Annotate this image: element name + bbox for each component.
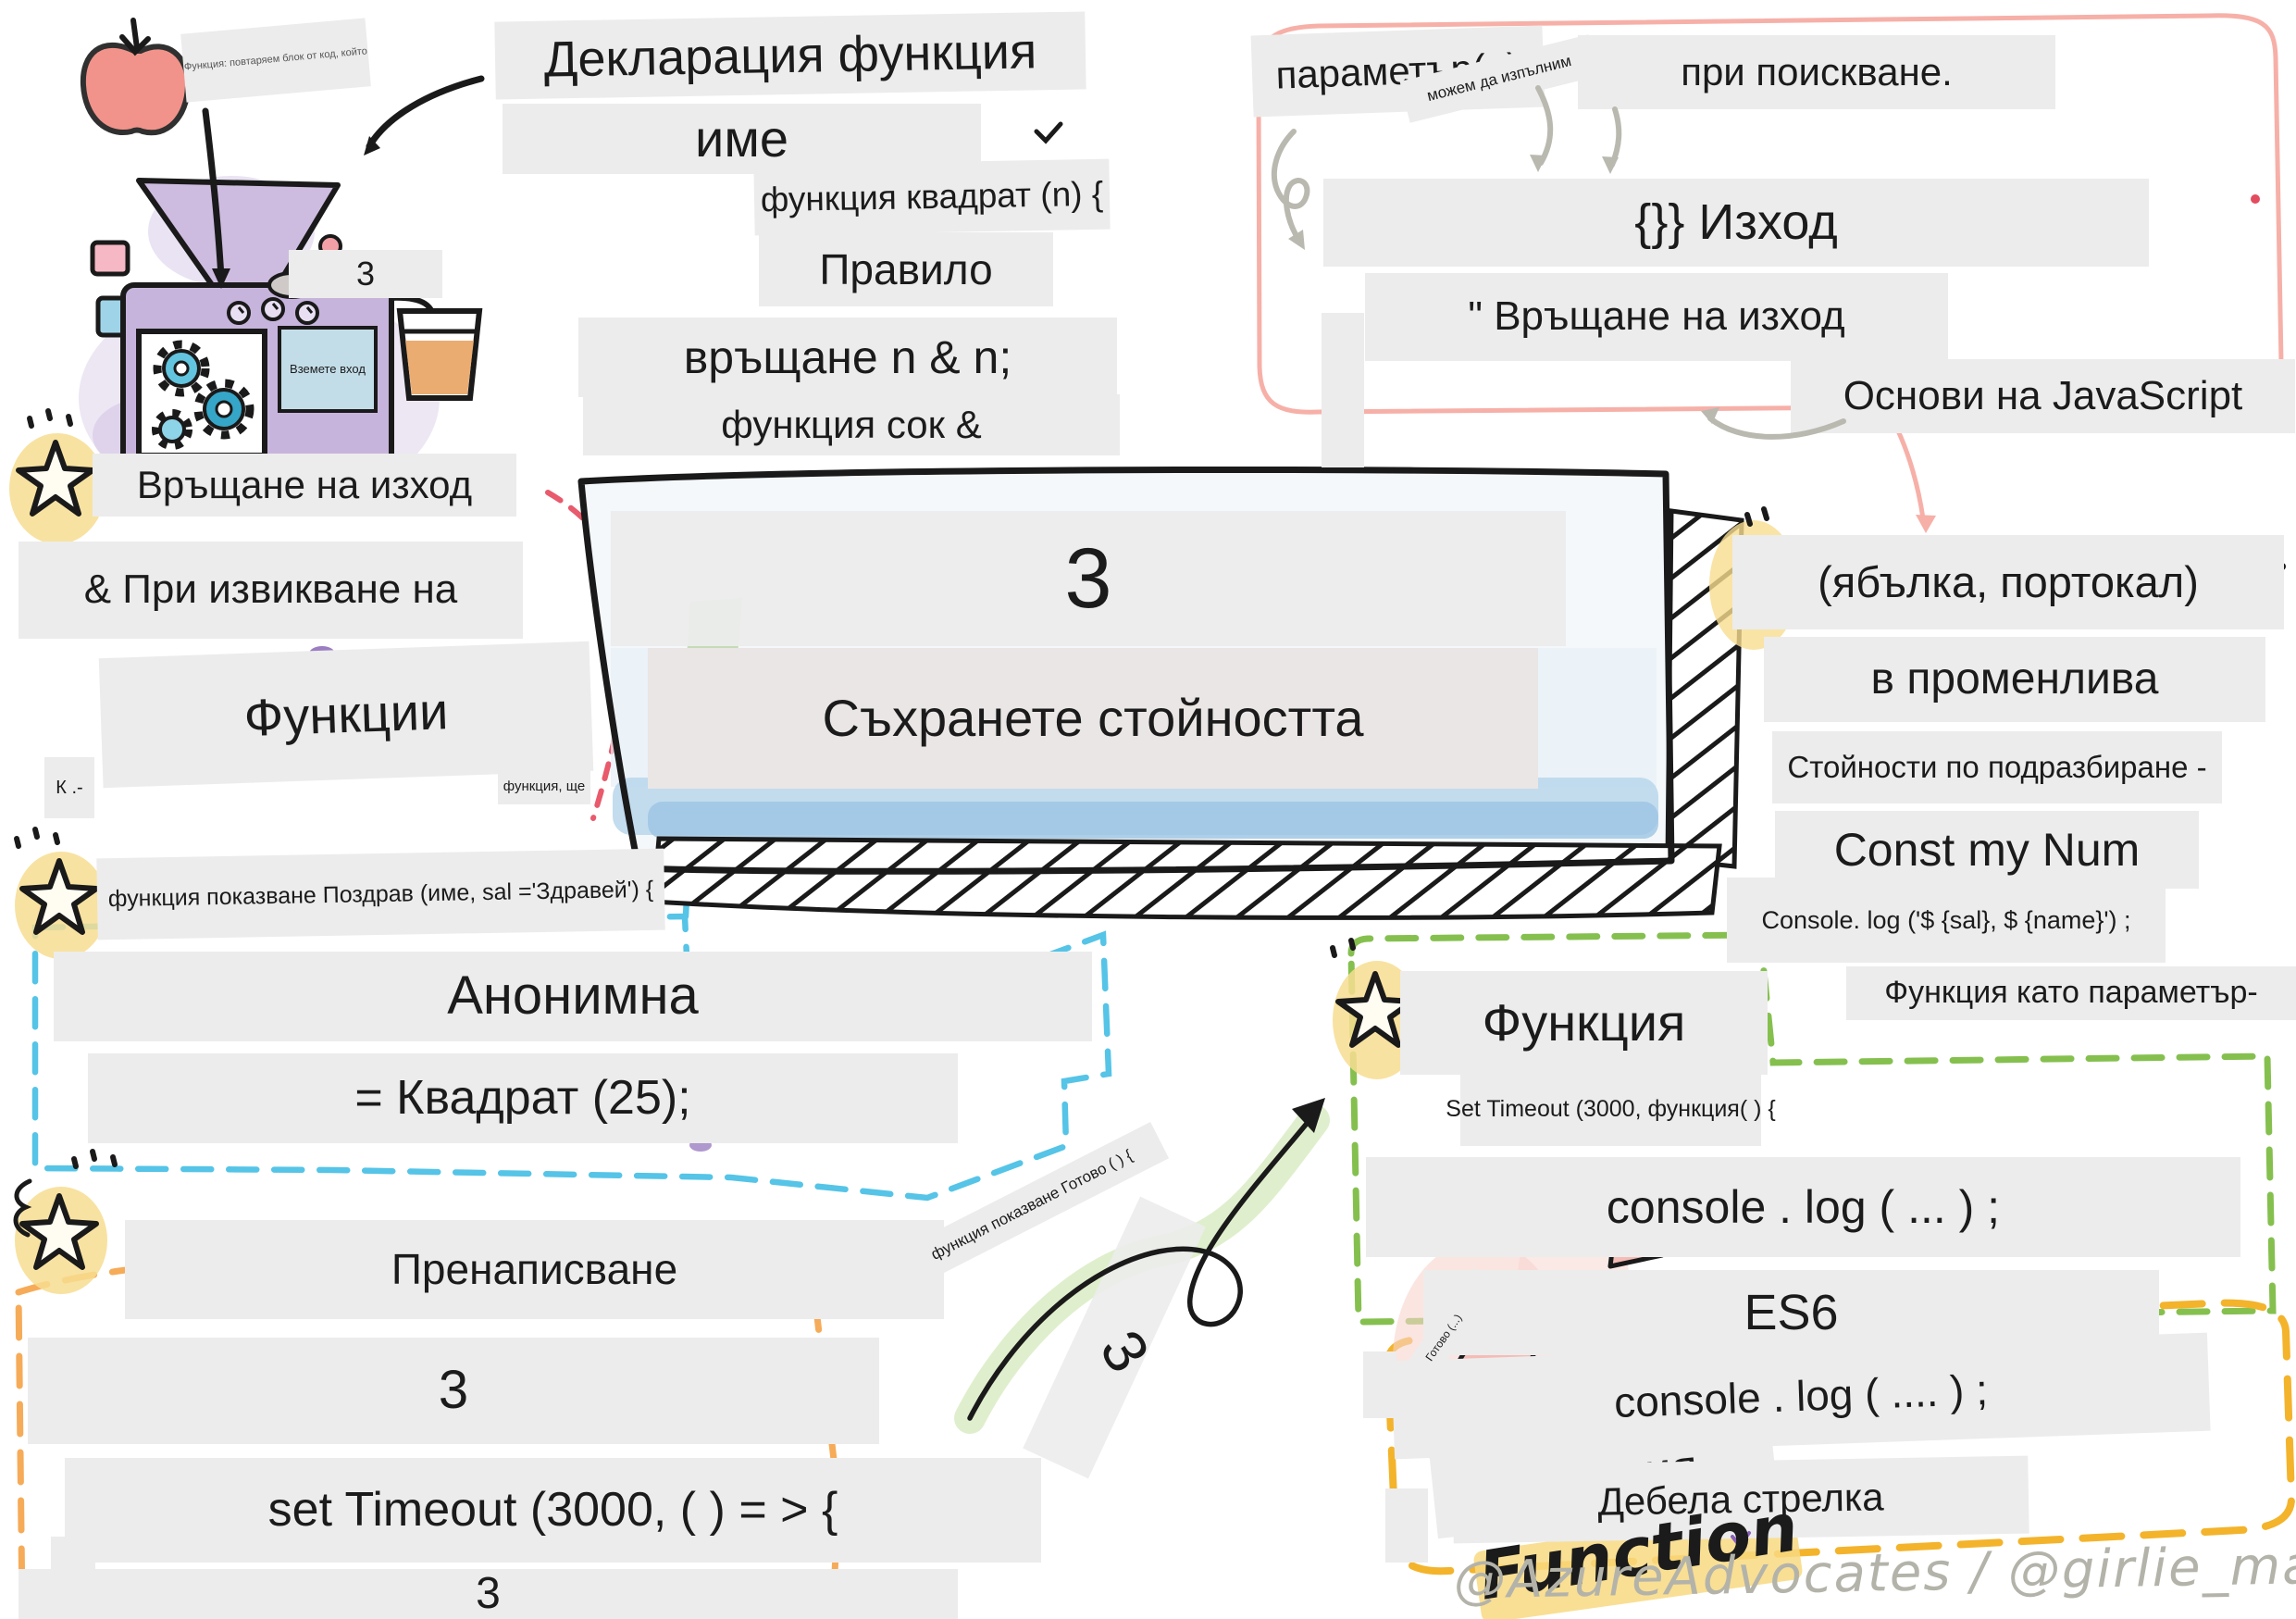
declaration-return-code: връщане n & n;: [578, 318, 1117, 397]
when-calling-label: & При извикване на: [19, 542, 523, 639]
declaration-arrow: [364, 75, 485, 156]
declaration-juice-code: функция сок &: [583, 394, 1120, 455]
gears-icon: [152, 340, 254, 450]
machine-step-label: 3: [289, 250, 442, 298]
store-value-title: Съхранете стойността: [648, 648, 1538, 789]
k-mark: К .-: [44, 757, 94, 818]
output-label: {}} Изход: [1323, 179, 2149, 267]
apple-arrow: [202, 107, 230, 289]
callback-flow-arrow: [967, 1098, 1325, 1421]
anonymous-title: Анонимна: [54, 952, 1092, 1041]
squiggle-mark: [13, 1178, 32, 1238]
default-values-label: Стойности по подразбиране -: [1772, 731, 2222, 803]
fn-as-param-label: Функция като параметър-: [1846, 966, 2296, 1020]
rewrite-step-b: 3: [19, 1569, 958, 1619]
const-mynum-label: Const my Num: [1775, 811, 2199, 889]
on-demand-label: при поискване.: [1578, 35, 2055, 109]
rewrite-step-a: 3: [28, 1338, 879, 1444]
settimeout-arrow-label: set Timeout (3000, ( ) = > {: [65, 1458, 1041, 1563]
callback-console-label: console . log ( ... ) ;: [1366, 1157, 2240, 1257]
rewrite-title: Пренаписване: [125, 1220, 944, 1319]
console-template-label: Console. log ('$ {sal}, $ {name}') ;: [1727, 878, 2166, 963]
check-mark: [1034, 121, 1063, 144]
credit-signature: @AzureAdvocates / @girlie_mac: [1453, 1535, 2296, 1612]
apple-orange-label: (ябълка, портокал): [1732, 535, 2284, 629]
callback-settimeout-label: Set Timeout (3000, функция( ) {: [1446, 1072, 1776, 1146]
fn-will-note: функция, ще: [498, 769, 590, 804]
purple-check: [1731, 1531, 1751, 1550]
machine-pink-tab: [90, 240, 130, 277]
callback-title: Функция: [1400, 971, 1768, 1075]
js-basics-label: Основи на JavaScript: [1791, 359, 2295, 433]
left-return-output: Връщане на изход: [93, 454, 516, 517]
declaration-rule: Правило: [759, 232, 1053, 306]
in-variable-label: в променлива: [1764, 637, 2265, 722]
gray-arrows: [1271, 85, 1846, 440]
center-step: 3: [611, 511, 1566, 646]
small-tile: [1385, 1488, 1428, 1563]
red-dot: [2251, 194, 2260, 204]
machine-screen-label: Вземете вход: [278, 326, 378, 413]
small-tile: [1322, 313, 1364, 467]
return-output-label: " Връщане на изход: [1365, 273, 1948, 361]
hatch-shadow-bottom: [651, 836, 1722, 920]
star-badges: [9, 408, 1421, 1294]
square-call-label: = Квадрат (25);: [88, 1053, 958, 1143]
